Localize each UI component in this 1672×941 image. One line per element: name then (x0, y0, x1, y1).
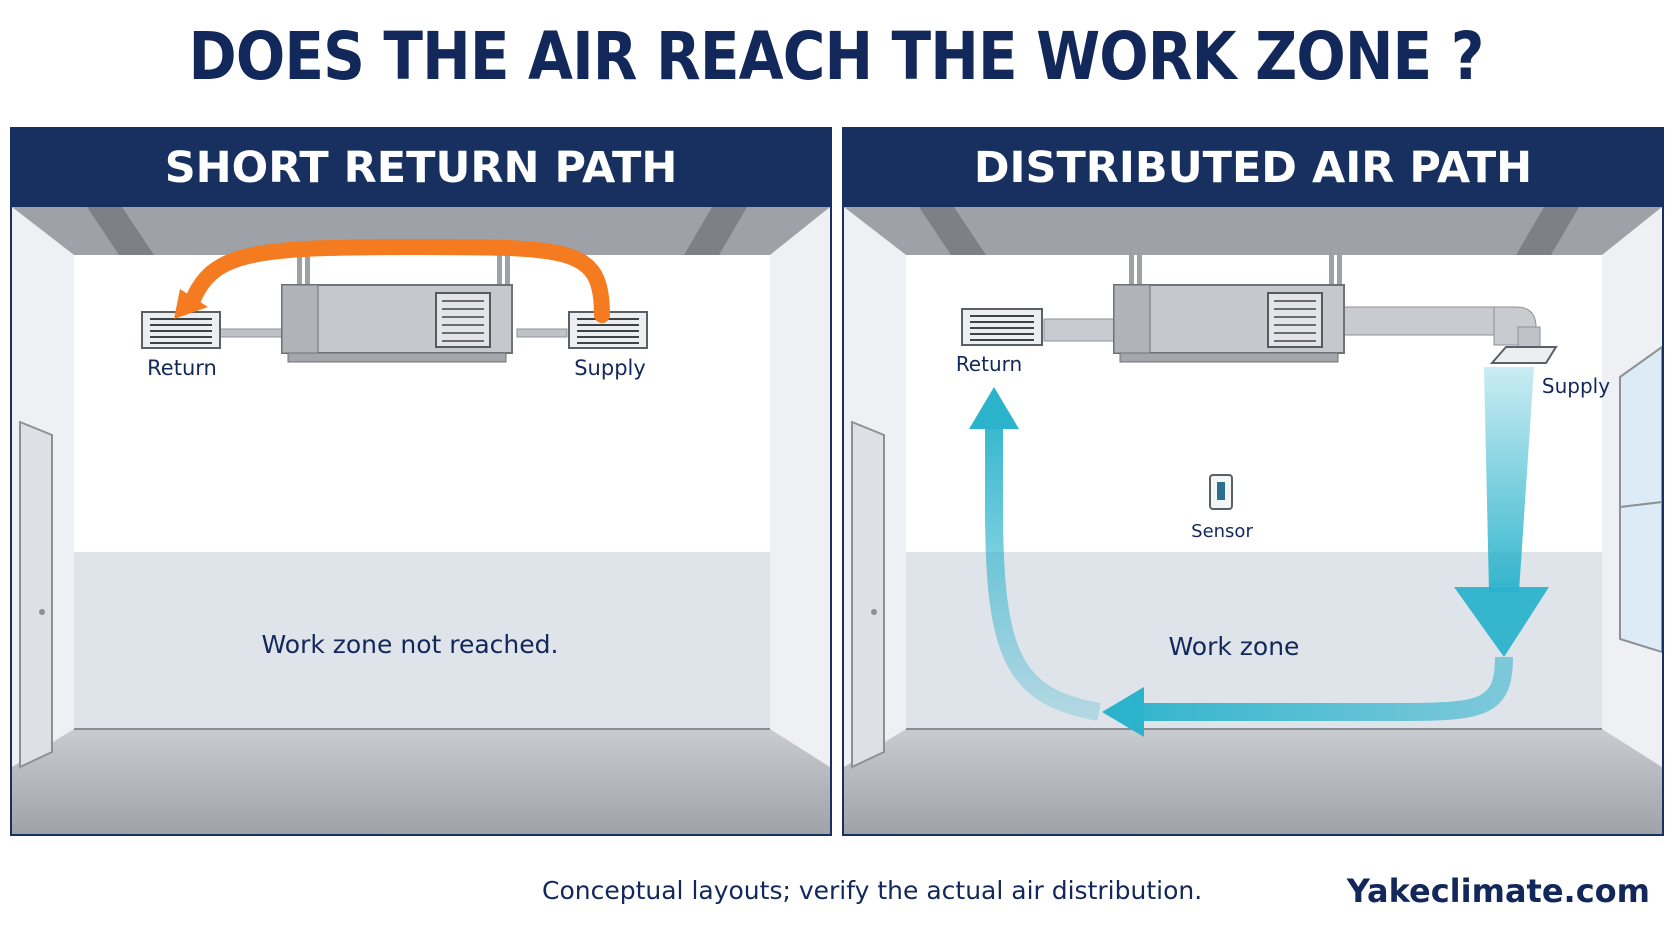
ceiling-slab (12, 207, 830, 255)
window (1619, 345, 1662, 654)
supply-diffuser (1489, 346, 1558, 364)
door (19, 420, 53, 769)
sensor-label: Sensor (1191, 521, 1253, 542)
footer-note: Conceptual layouts; verify the actual ai… (542, 876, 1203, 905)
return-duct (1043, 318, 1117, 342)
return-label: Return (956, 352, 1022, 376)
brand-link[interactable]: Yakeclimate.com (1346, 872, 1650, 910)
supply-label: Supply (574, 356, 646, 380)
supply-label: Supply (1542, 374, 1610, 398)
ceiling-beam (677, 207, 747, 267)
ceiling-slab (844, 207, 1662, 255)
panel-distributed-air-path: DISTRIBUTED AIR PATH (842, 127, 1664, 836)
panel-header (12, 129, 830, 207)
door (851, 420, 885, 769)
return-airflow-arrow (969, 387, 1101, 721)
room-scene-short-return: Return Supply Work zone not reached. (12, 207, 830, 834)
return-grille (141, 311, 221, 349)
short-circuit-airflow-arrow (174, 238, 610, 323)
sensor-icon (1209, 474, 1233, 510)
work-zone-label: Work zone (1169, 632, 1300, 661)
supply-duct (1343, 306, 1541, 348)
floor (844, 729, 1662, 834)
return-label: Return (147, 356, 217, 380)
panel-short-return-path: SHORT RETURN PATH (10, 127, 832, 836)
panel-title-short-return: SHORT RETURN PATH (164, 143, 678, 193)
ceiling-ac-unit (1113, 284, 1345, 363)
right-wall (770, 207, 830, 767)
supply-airflow-arrow (1454, 367, 1549, 657)
room-scene-distributed: Sensor Return Supply Work zone (844, 207, 1662, 834)
ceiling-beam (919, 207, 994, 267)
work-zone-band (74, 552, 770, 729)
ceiling-beam (87, 207, 162, 267)
panel-title-distributed: DISTRIBUTED AIR PATH (973, 143, 1533, 193)
floor (12, 729, 830, 834)
work-zone-airflow-arrow (1102, 656, 1513, 737)
page-title: DOES THE AIR REACH THE WORK ZONE ? (188, 18, 1484, 95)
ceiling-beam (1509, 207, 1579, 267)
work-zone-not-reached-text: Work zone not reached. (262, 630, 559, 659)
ceiling-ac-unit (281, 284, 513, 363)
panel-header (844, 129, 1662, 207)
return-grille (961, 308, 1043, 346)
